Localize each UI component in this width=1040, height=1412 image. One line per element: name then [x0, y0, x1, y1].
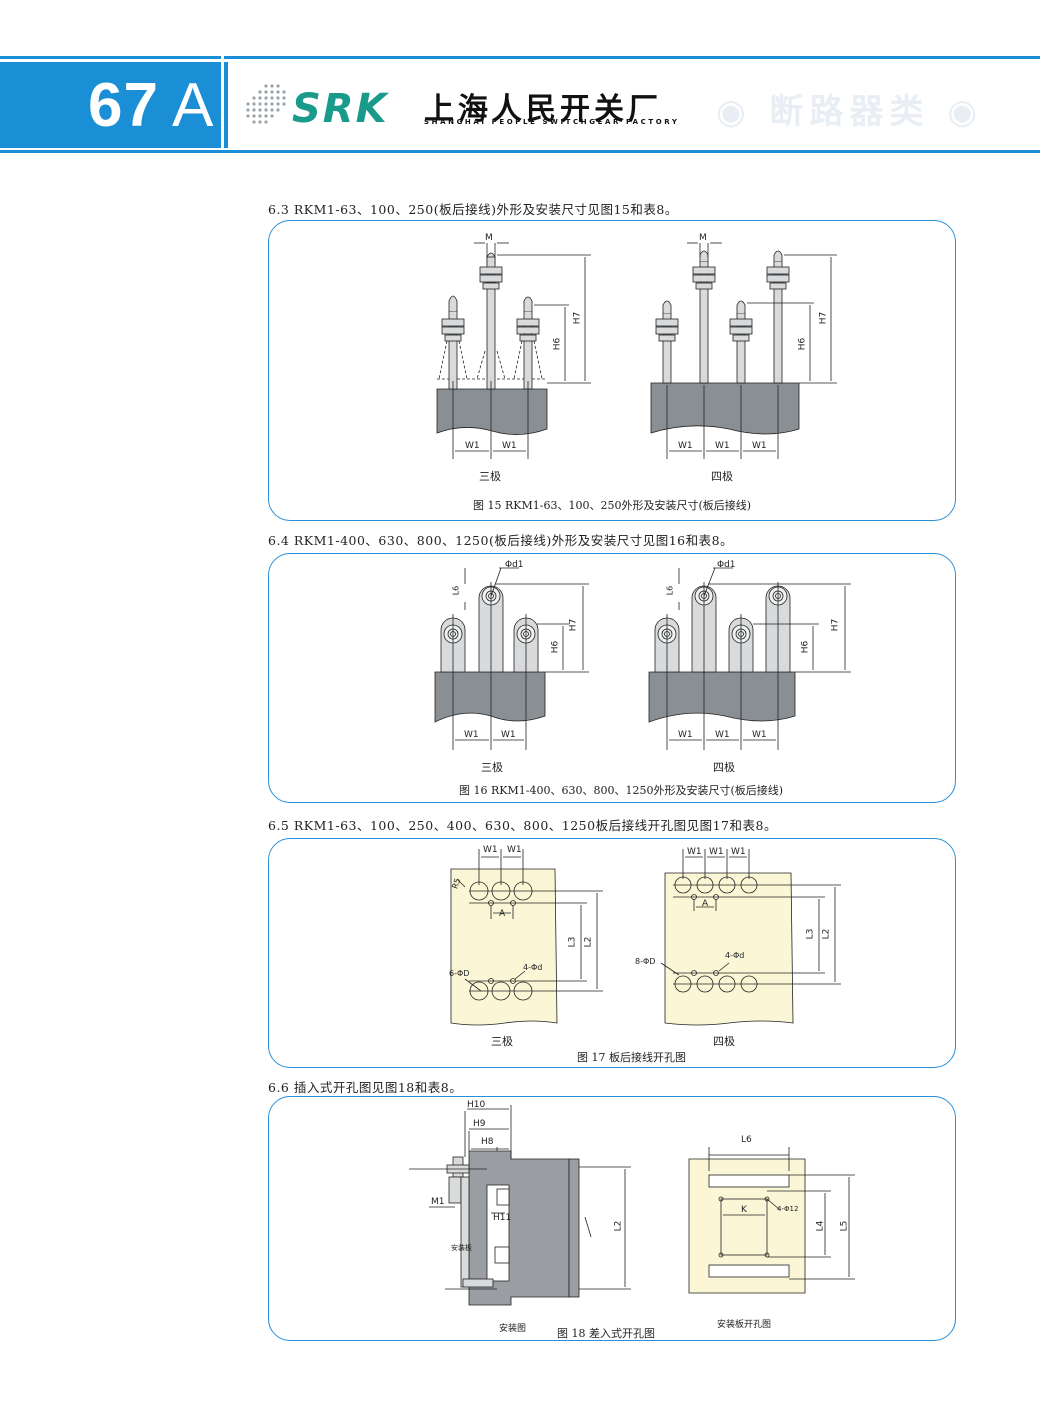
dim-d1-left: Φd1: [505, 560, 524, 570]
dim-w1: W1: [687, 847, 702, 857]
dim-l2-left: L2: [583, 936, 594, 948]
section-heading: 6.3 RKM1-63、100、250(板后接线)外形及安装尺寸见图15和表8。: [268, 202, 678, 217]
dim-h9: H9: [473, 1119, 486, 1129]
dim-w1: W1: [731, 847, 746, 857]
figure-15-drawing: [436, 242, 837, 459]
label-four-pole: 四极: [713, 1035, 735, 1048]
category-title: ◉ 断路器类 ◉: [716, 92, 984, 132]
section-heading: 6.6 插入式开孔图见图18和表8。: [268, 1080, 463, 1095]
dim-m-right: M: [699, 233, 707, 243]
figure-caption: 图 18 差入式开孔图: [557, 1327, 655, 1340]
dim-w1: W1: [709, 847, 724, 857]
figure-18-drawing: [409, 1105, 855, 1306]
label-four-pole: 四极: [713, 761, 735, 774]
dim-h11: H11: [493, 1213, 512, 1223]
dim-4d-right: 4-Φd: [725, 951, 745, 960]
section-heading: 6.5 RKM1-63、100、250、400、630、800、1250板后接线…: [268, 818, 777, 833]
dim-h10: H10: [467, 1100, 486, 1110]
figure-17-drawing: [450, 849, 841, 1026]
dim-k: K: [741, 1205, 747, 1215]
dim-w1: W1: [483, 845, 498, 855]
dim-w1: W1: [715, 441, 730, 451]
page-number-band: [0, 62, 228, 148]
dim-w1: W1: [464, 730, 479, 740]
dim-w1: W1: [507, 845, 522, 855]
figure-caption: 图 16 RKM1-400、630、800、1250外形及安装尺寸(板后接线): [459, 784, 784, 797]
page-number: 67: [88, 71, 159, 140]
dim-w1: W1: [678, 730, 693, 740]
dim-d1-right: Φd1: [717, 560, 736, 570]
section-heading: 6.4 RKM1-400、630、800、1250(板后接线)外形及安装尺寸见图…: [268, 533, 734, 548]
label-three-pole: 三极: [481, 761, 503, 774]
figure-caption: 图 15 RKM1-63、100、250外形及安装尺寸(板后接线): [473, 499, 752, 512]
label-panel-cutout: 安装板开孔图: [717, 1320, 772, 1330]
dim-m-left: M: [485, 233, 493, 243]
label-install-drawing: 安装图: [499, 1324, 527, 1334]
dim-m1: M1: [431, 1197, 445, 1207]
dim-l5: L5: [839, 1220, 850, 1232]
dim-w1: W1: [502, 441, 517, 451]
srk-logo: SRK: [292, 86, 389, 132]
label-three-pole: 三极: [491, 1035, 513, 1048]
dim-h6-right: H6: [797, 337, 808, 351]
dim-w1: W1: [678, 441, 693, 451]
figure-16-drawing: [434, 567, 851, 750]
figure-17-panel: W1 W1 W1 W1 W1 A A R5 L3 L2 L3 L2 6-ΦD 4…: [268, 838, 956, 1068]
dim-w1: W1: [752, 730, 767, 740]
dim-h7-right: H7: [830, 618, 841, 632]
dim-l3-left: L3: [567, 936, 578, 948]
figure-caption: 图 17 板后接线开孔图: [577, 1051, 686, 1064]
figure-15-panel: M M H6 H7 H6 H7 W1 W1 W1 W1 W1 三极 四极 图 1…: [268, 220, 956, 521]
dim-a-right: A: [702, 899, 709, 909]
dim-6d: 6-ΦD: [449, 969, 470, 978]
label-four-pole: 四极: [711, 470, 733, 483]
dim-l4: L4: [815, 1220, 826, 1232]
dim-h7-left: H7: [572, 311, 583, 325]
dim-a-left: A: [499, 909, 506, 919]
header-separator: [221, 56, 224, 153]
dim-h7-right: H7: [818, 311, 829, 325]
dim-w1: W1: [465, 441, 480, 451]
dim-l6-left: L6: [451, 585, 461, 596]
dim-w1: W1: [715, 730, 730, 740]
dim-h7-left: H7: [568, 618, 579, 632]
dim-h6-left: H6: [552, 337, 563, 351]
dim-l6: L6: [741, 1135, 752, 1145]
figure-16-panel: Φd1 Φd1 L6 L6 H6 H7 H6 H7 W1 W1 W1 W1 W1…: [268, 553, 956, 803]
dim-h6-right: H6: [800, 640, 811, 654]
figure-18-panel: H10 H9 H8 M1 H11 安装板 L2 L6 K 4-Φ12 L4 L5…: [268, 1096, 956, 1341]
dim-l2-right: L2: [821, 928, 832, 940]
dim-4d-left: 4-Φd: [523, 963, 543, 972]
dim-l3-right: L3: [805, 928, 816, 940]
company-name-en: SHANGHAI PEOPLE SWITCHGEAR FACTORY: [424, 118, 680, 126]
dim-h8: H8: [481, 1137, 494, 1147]
dim-w1: W1: [501, 730, 516, 740]
logo-dot-pattern: [246, 84, 286, 124]
dim-h6-left: H6: [550, 640, 561, 654]
label-three-pole: 三极: [479, 470, 501, 483]
header-bottom-rule: [0, 150, 1040, 153]
dim-l2: L2: [613, 1220, 624, 1232]
page-suffix: A: [172, 71, 214, 140]
dim-4-d12: 4-Φ12: [777, 1205, 799, 1213]
dim-w1: W1: [752, 441, 767, 451]
header-top-rule: [0, 56, 1040, 59]
dim-l6-right: L6: [665, 585, 675, 596]
company-name-cn: 上海人民开关厂: [424, 92, 662, 127]
dim-8d: 8-ΦD: [635, 957, 656, 966]
label-mounting-plate: 安装板: [451, 1244, 472, 1252]
